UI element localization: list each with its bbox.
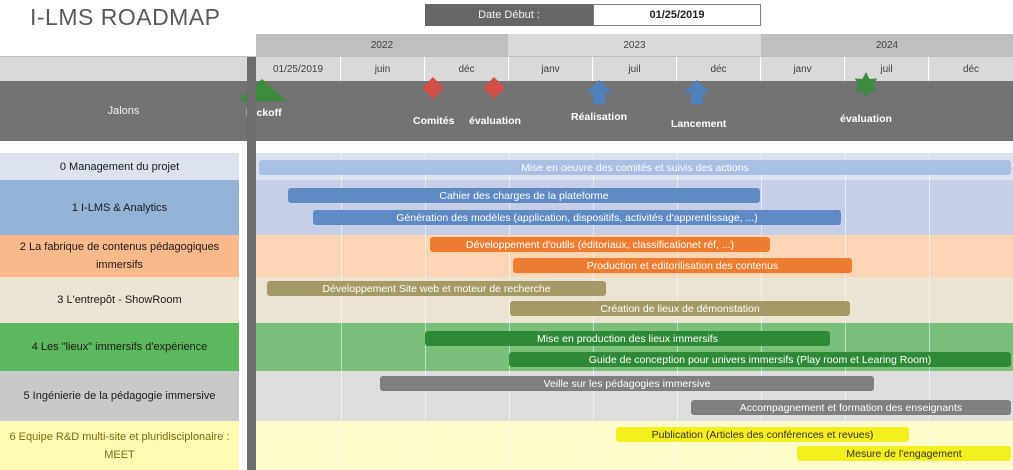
- row-label-entrepot: 3 L'entrepôt - ShowRoom: [0, 277, 239, 323]
- timeline-divider: [247, 57, 256, 470]
- task-bar-mesure-engagement[interactable]: Mesure de l'engagement: [797, 446, 1011, 461]
- row-label-ilms: 1 I-LMS & Analytics: [0, 180, 239, 235]
- milestone-evaluation-2: évaluation: [840, 113, 892, 125]
- star-icon: [854, 72, 878, 98]
- task-bar-guide-conception[interactable]: Guide de conception pour univers immersi…: [509, 352, 1011, 367]
- task-bar-site-web[interactable]: Développement Site web et moteur de rech…: [267, 281, 606, 296]
- milestone-evaluation: évaluation: [469, 115, 521, 127]
- row-label-lieux: 4 Les "lieux" immersifs d'expérience: [0, 323, 239, 371]
- row-label-ingenierie: 5 Ingénierie de la pédagogie immersive: [0, 371, 239, 421]
- month-header: juil: [845, 57, 929, 81]
- task-bar-accompagnement[interactable]: Accompagnement et formation des enseigna…: [691, 400, 1011, 415]
- arrow-up-icon: [684, 80, 710, 104]
- year-header-2022: 2022: [256, 34, 508, 56]
- task-bar-production-lieux[interactable]: Mise en production des lieux immersifs: [425, 331, 830, 346]
- month-header: janv: [761, 57, 845, 81]
- arrow-up-icon: [586, 80, 612, 104]
- task-bar-lieux-demonstration[interactable]: Création de lieux de démonstation: [510, 301, 850, 316]
- row-label-fabrique: 2 La fabrique de contenus pédagogiques i…: [0, 235, 239, 277]
- month-header: déc: [929, 57, 1013, 81]
- gridline: [509, 141, 510, 470]
- triangle-icon: [238, 79, 286, 101]
- gridline: [929, 141, 930, 470]
- task-bar-production-contenus[interactable]: Production et editorilisation des conten…: [513, 258, 852, 273]
- year-header-2023: 2023: [508, 34, 761, 56]
- month-header: déc: [677, 57, 761, 81]
- task-bar-mise-en-oeuvre[interactable]: Mise en oeuvre des comités et suivis des…: [259, 160, 1011, 175]
- month-header: 01/25/2019: [256, 57, 341, 81]
- month-header: juil: [593, 57, 677, 81]
- task-bar-publication[interactable]: Publication (Articles des conférences et…: [616, 427, 909, 442]
- gridline: [425, 141, 426, 470]
- gridline: [341, 141, 342, 470]
- task-bar-veille[interactable]: Veille sur les pédagogies immersive: [380, 376, 874, 391]
- diamond-icon: [483, 77, 505, 99]
- milestone-comites: Comités: [413, 115, 455, 127]
- milestones-label: Jalons: [107, 105, 140, 117]
- task-bar-cahier-des-charges[interactable]: Cahier des charges de la plateforme: [288, 188, 760, 203]
- task-bar-generation-modeles[interactable]: Génération des modèles (application, dis…: [313, 210, 841, 225]
- diamond-icon: [422, 77, 444, 99]
- start-date-label: Date Début :: [425, 4, 593, 26]
- header-rule: [0, 56, 1013, 57]
- task-bar-developpement-outils[interactable]: Développement d'outils (éditoriaux, clas…: [430, 237, 770, 252]
- year-header-2024: 2024: [761, 34, 1013, 56]
- row-label-meet: 6 Equipe R&D multi-site et pluridisciplo…: [0, 421, 239, 470]
- month-header: janv: [509, 57, 593, 81]
- row-label-management: 0 Management du projet: [0, 153, 239, 180]
- page-title: I-LMS ROADMAP: [30, 4, 221, 30]
- milestone-realisation: Réalisation: [571, 111, 628, 123]
- header-left-area: [0, 57, 247, 81]
- month-header: juin: [341, 57, 425, 81]
- milestones-band: [0, 81, 1013, 141]
- start-date-field[interactable]: 01/25/2019: [593, 4, 761, 26]
- milestone-lancement: Lancement: [671, 118, 727, 130]
- month-header: déc: [425, 57, 509, 81]
